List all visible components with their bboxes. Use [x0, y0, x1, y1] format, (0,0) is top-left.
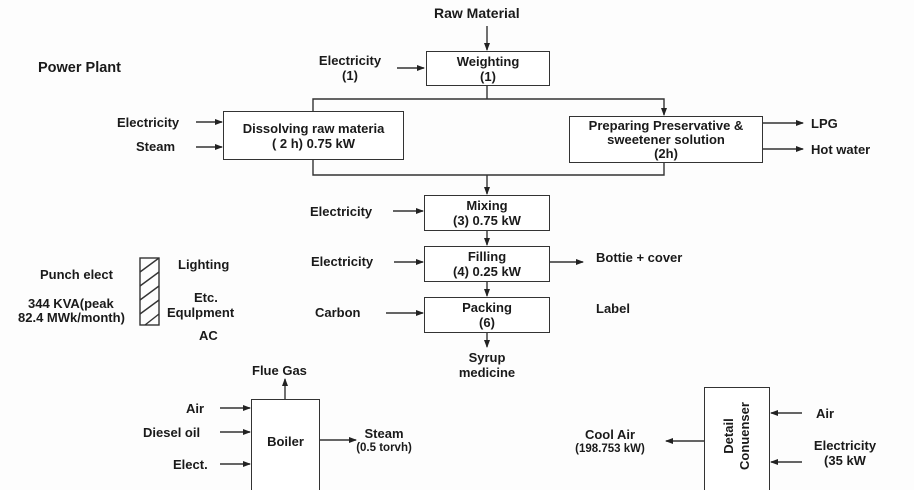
boiler-input-air: Air [186, 401, 205, 416]
mixing-box: Mixing (3) 0.75 kW [424, 195, 550, 231]
condenser-input-electricity: Electricity (35 kW [805, 438, 885, 468]
condenser-electricity-text: Electricity [813, 438, 877, 453]
filling-detail: (4) 0.25 kW [453, 264, 521, 279]
output-lpg: LPG [811, 116, 838, 131]
dissolving-box: Dissolving raw materia ( 2 h) 0.75 kW [223, 111, 404, 160]
condenser-electricity-detail: (35 kW [824, 453, 866, 468]
weighting-detail: (1) [480, 68, 496, 84]
dissolving-name: Dissolving raw materia [242, 120, 385, 136]
preparing-box: Preparing Preservative & sweetener solut… [569, 116, 763, 163]
dissolving-detail: ( 2 h) 0.75 kW [271, 135, 356, 151]
weighting-electricity-text: Electricity [318, 53, 382, 68]
packing-label-text: Label [596, 301, 630, 316]
line-merge [312, 159, 665, 176]
dissolving-input-electricity: Electricity [117, 115, 180, 130]
condenser-box: Detail Conuenser [704, 387, 770, 490]
boiler-box: Boiler [251, 399, 320, 490]
packing-box: Packing (6) [424, 297, 550, 333]
mixing-detail: (3) 0.75 kW [453, 213, 521, 228]
condenser-input-air: Air [816, 406, 835, 421]
filling-output-bottle: Bottie + cover [596, 250, 683, 265]
product-line1: Syrup [468, 350, 506, 365]
boiler-input-diesel: Diesel oil [143, 425, 201, 440]
boiler-steam-detail: (0.5 torvh) [356, 442, 412, 454]
punch-elect-title: Punch elect [40, 267, 113, 282]
product-line2: medicine [458, 365, 516, 380]
load-equipment: Equlpment [167, 305, 235, 320]
cool-air-text: Cool Air [584, 427, 636, 442]
packing-input-carbon: Carbon [315, 305, 361, 320]
boiler-steam-text: Steam [364, 426, 404, 441]
filling-box: Filling (4) 0.25 kW [424, 246, 550, 282]
load-etc: Etc. [194, 290, 218, 305]
condenser-name2: Conuenser [737, 401, 752, 470]
boiler-input-elect: Elect. [173, 457, 208, 472]
cool-air-detail: (198.753 kW) [575, 443, 645, 455]
preparing-detail: (2h) [654, 145, 678, 161]
dissolving-input-steam: Steam [136, 139, 176, 154]
preparing-name: Preparing Preservative & [588, 117, 744, 133]
weighting-electricity-detail: (1) [342, 68, 358, 83]
filling-input-electricity: Electricity [311, 254, 374, 269]
product-label: Syrup medicine [447, 350, 527, 380]
punch-elect-monthly: 82.4 MWk/month) [18, 310, 125, 325]
weighting-name: Weighting [456, 53, 520, 69]
packing-name: Packing [462, 300, 512, 315]
condenser-name1: Detail [721, 417, 736, 454]
output-hot-water: Hot water [811, 142, 871, 157]
punch-elect-hatched-bar [139, 257, 160, 326]
condenser-output-cool-air: Cool Air (198.753 kW) [562, 427, 658, 457]
packing-detail: (6) [479, 315, 495, 330]
condenser-name: Detail Conuenser [721, 402, 753, 470]
weighting-electricity-label: Electricity (1) [313, 53, 387, 83]
boiler-output-steam: Steam (0.5 torvh) [352, 426, 416, 456]
load-ac: AC [199, 328, 218, 343]
mixing-input-electricity: Electricity [310, 204, 373, 219]
punch-elect-peak: 344 KVA(peak [28, 296, 114, 311]
filling-name: Filling [467, 249, 507, 264]
weighting-box: Weighting (1) [426, 51, 550, 86]
boiler-flue-gas: Flue Gas [252, 363, 307, 378]
mixing-name: Mixing [466, 198, 508, 213]
raw-material-label: Raw Material [434, 5, 520, 21]
line-branch [312, 98, 667, 116]
preparing-name2: sweetener solution [607, 131, 725, 147]
load-lighting: Lighting [178, 257, 230, 272]
power-plant-title: Power Plant [38, 60, 121, 76]
boiler-name: Boiler [267, 434, 304, 449]
